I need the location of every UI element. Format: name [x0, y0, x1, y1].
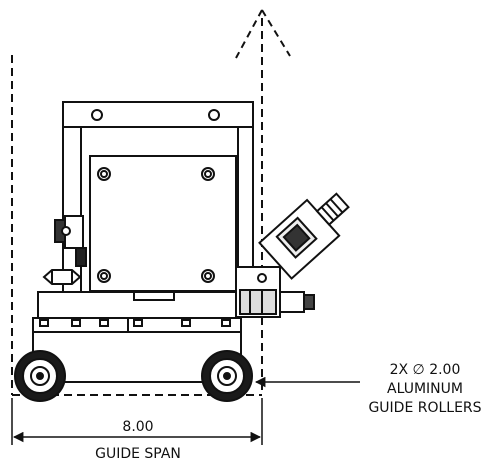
bracket-bolt-hole-left [91, 109, 103, 121]
chassis-screws [39, 319, 231, 327]
dimension-label: GUIDE SPAN [95, 446, 181, 462]
bracket-bolt-hole-right [208, 109, 220, 121]
main-plate [89, 155, 237, 292]
plate-bolts [97, 167, 215, 283]
guide-roller-left [14, 350, 66, 402]
lower-block [37, 269, 239, 319]
callout-line-1: 2X ∅ 2.00 [390, 362, 461, 378]
direction-arrow [235, 9, 291, 59]
dimension-value: 8.00 [122, 419, 153, 435]
dimension-line [11, 398, 263, 445]
callout-line-2: ALUMINUM [387, 381, 463, 397]
sensor-assembly [235, 192, 350, 318]
side-knob [54, 215, 87, 267]
guide-roller-right [201, 350, 253, 402]
callout-line-3: GUIDE ROLLERS [368, 400, 481, 416]
